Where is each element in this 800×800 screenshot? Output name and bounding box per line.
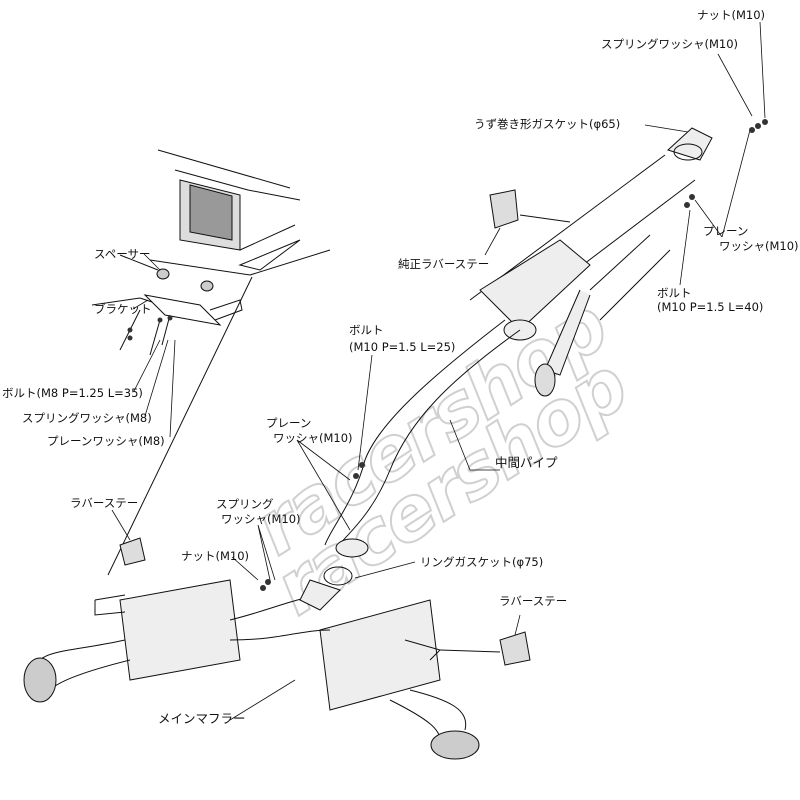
label-nut-top: ナット(M10) <box>697 8 766 22</box>
label-bolt-mid: ボルト <box>349 323 384 337</box>
label-plain-washer-mid: プレーン <box>266 416 312 430</box>
vehicle-body-outline <box>107 149 331 576</box>
label-main-muffler: メインマフラー <box>158 711 246 726</box>
label-plain-washer-m8: プレーンワッシャ(M8) <box>47 434 165 448</box>
label-plain-washer-right: ワッシャ(M10) <box>719 239 799 253</box>
label-bracket: ブラケット <box>94 302 152 316</box>
label-bolt-right: (M10 P=1.5 L=40) <box>657 300 764 314</box>
label-center-pipe: 中間パイプ <box>495 455 558 470</box>
label-plain-washer-mid: ワッシャ(M10) <box>273 431 353 445</box>
label-rubber-stay-left: ラバーステー <box>70 496 139 510</box>
label-nut-low: ナット(M10) <box>181 549 250 563</box>
bracket-assembly <box>91 254 243 356</box>
main-muffler <box>23 579 480 760</box>
label-spacer: スペーサー <box>94 247 151 261</box>
label-spring-washer-low: スプリング <box>216 497 274 511</box>
label-plain-washer-right: プレーン <box>703 224 749 238</box>
label-spiral-gasket: うず巻き形ガスケット(φ65) <box>474 117 621 131</box>
rubber-stays <box>119 189 571 666</box>
center-pipe <box>323 127 713 586</box>
label-bolt-mid: (M10 P=1.5 L=25) <box>349 340 456 354</box>
bolts-washers <box>127 119 768 591</box>
label-spring-washer-top: スプリングワッシャ(M10) <box>601 37 739 51</box>
label-spring-washer-low: ワッシャ(M10) <box>221 512 301 526</box>
label-bolt-m8: ボルト(M8 P=1.25 L=35) <box>2 386 143 400</box>
leader-lines <box>111 21 766 721</box>
label-bolt-right: ボルト <box>657 286 692 300</box>
label-oem-rubber-stay: 純正ラバーステー <box>398 257 490 271</box>
label-rubber-stay-right: ラバーステー <box>499 594 568 608</box>
label-spring-washer-m8: スプリングワッシャ(M8) <box>22 411 152 425</box>
label-ring-gasket: リングガスケット(φ75) <box>420 555 544 569</box>
